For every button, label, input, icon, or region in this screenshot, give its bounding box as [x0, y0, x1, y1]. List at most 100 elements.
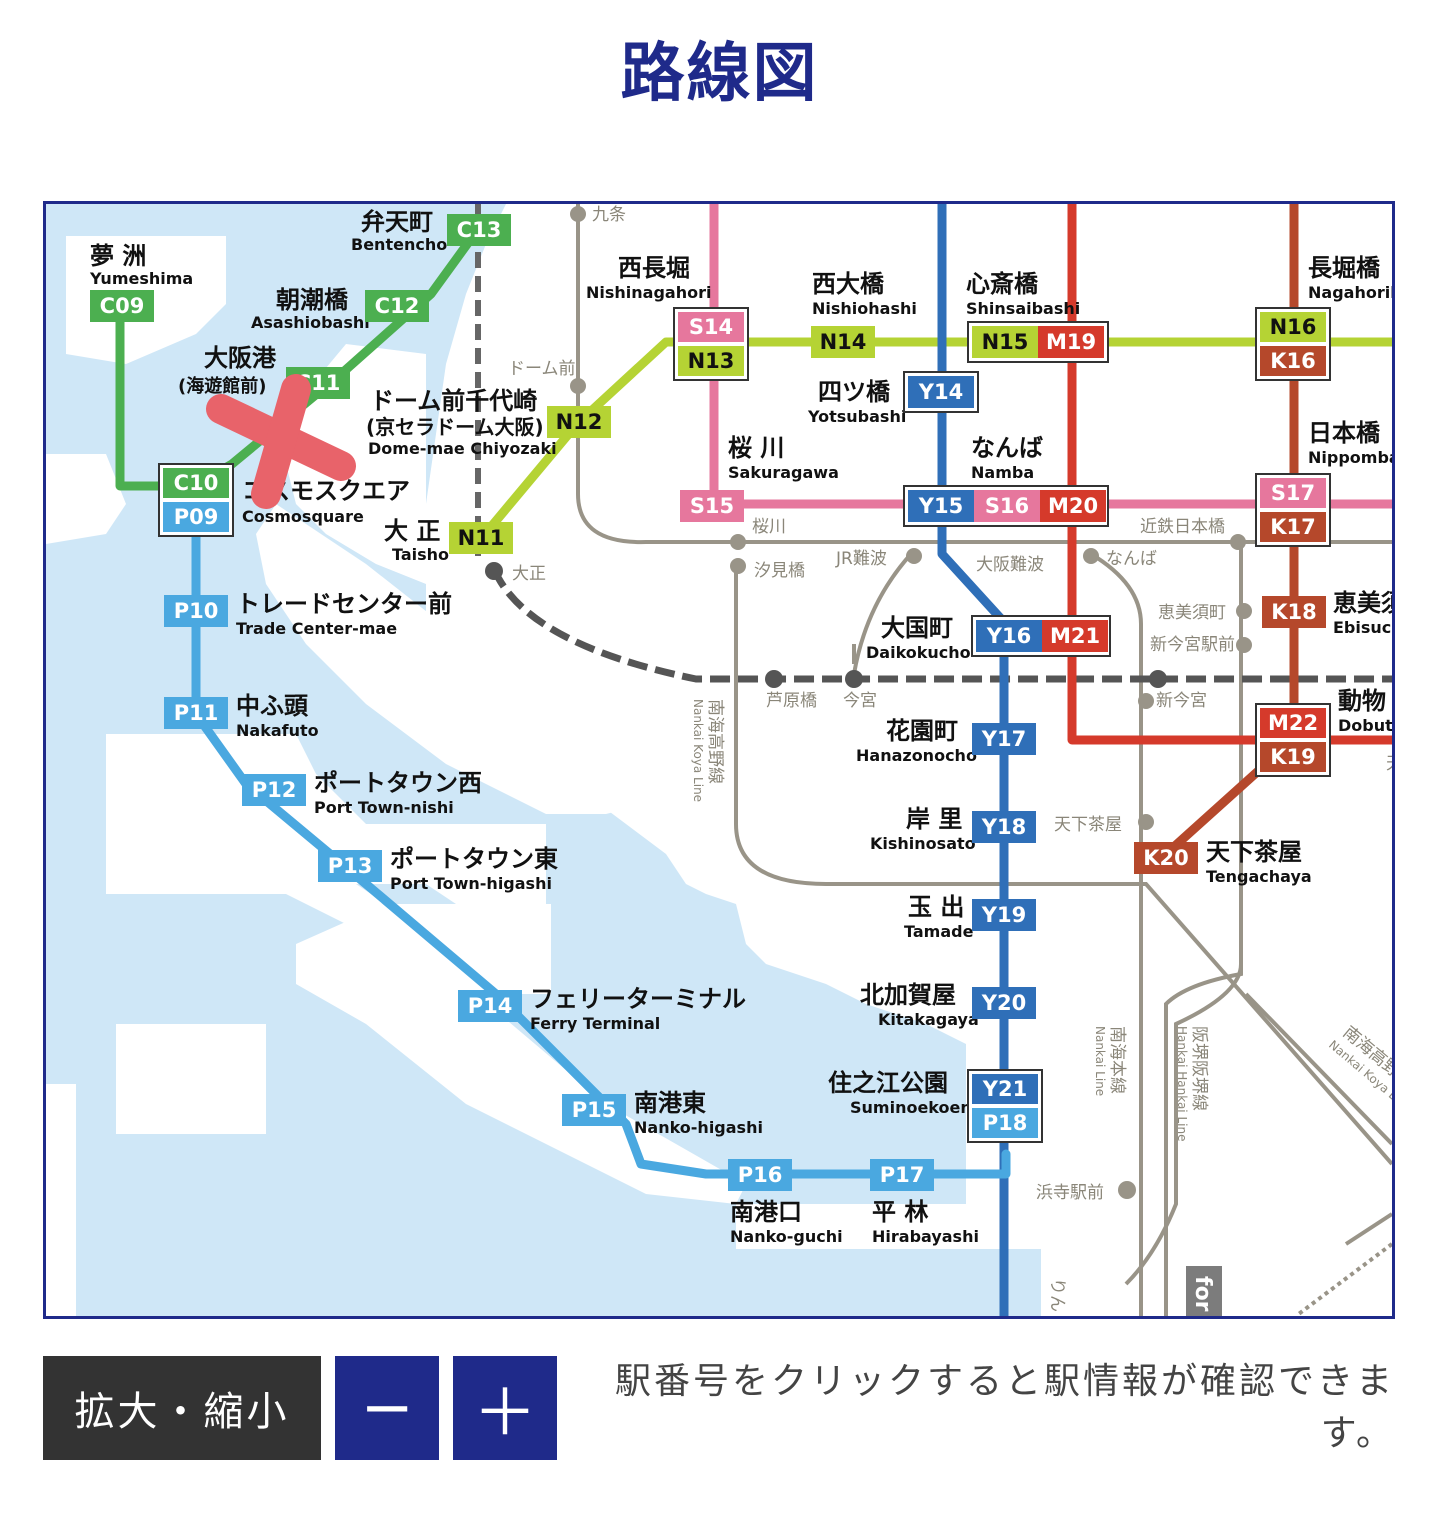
- nishiohashi-en: Nishiohashi: [812, 299, 917, 318]
- badge-y20[interactable]: Y20: [972, 987, 1036, 1019]
- nankoguchi-en: Nanko-guchi: [730, 1227, 843, 1246]
- ebisucho-hk-label: 恵美須町: [1158, 603, 1226, 623]
- hankai-en-label: Hankai Hankai Line: [1175, 1026, 1189, 1141]
- badge-p13[interactable]: P13: [318, 850, 382, 882]
- domemae-ja2: (京セラドーム大阪): [366, 415, 544, 439]
- badge-y16-m21[interactable]: Y16 M21: [971, 615, 1111, 657]
- svg-text:K20: K20: [1143, 846, 1189, 870]
- svg-text:P09: P09: [174, 505, 219, 529]
- badge-s14-n13[interactable]: S14 N13: [673, 307, 749, 381]
- nankaimain-en-label: Nankai Line: [1093, 1026, 1107, 1096]
- badge-p16[interactable]: P16: [728, 1159, 792, 1191]
- svg-text:M20: M20: [1048, 494, 1098, 518]
- other-station-dots: [485, 206, 1252, 1199]
- shiomibashi-label: 汐見橋: [754, 561, 805, 581]
- nankaimain-ja-label: 南海本線: [1107, 1026, 1127, 1094]
- badge-y17[interactable]: Y17: [972, 723, 1036, 755]
- svg-text:M21: M21: [1050, 624, 1100, 648]
- daikokucho-ja: 大国町: [881, 614, 953, 642]
- badge-y14[interactable]: Y14: [903, 371, 979, 413]
- badge-c13[interactable]: C13: [447, 214, 511, 246]
- badge-y21-p18[interactable]: Y21 P18: [967, 1069, 1043, 1143]
- nagahoribashi-ja: 長堀橋: [1308, 254, 1381, 282]
- svg-text:M22: M22: [1268, 711, 1318, 735]
- badge-n15-m19[interactable]: N15 M19: [967, 321, 1109, 363]
- hint-text: 駅番号をクリックすると駅情報が確認できます。: [614, 1361, 1395, 1454]
- badge-k20[interactable]: K20: [1134, 842, 1198, 874]
- badge-n12[interactable]: N12: [547, 406, 611, 438]
- svg-text:P12: P12: [252, 778, 297, 802]
- badge-c12[interactable]: C12: [365, 290, 429, 322]
- badge-n11[interactable]: N11: [449, 522, 513, 554]
- badge-p15[interactable]: P15: [562, 1094, 626, 1126]
- badge-k18[interactable]: K18: [1262, 596, 1326, 628]
- shinsaibashi-en: Shinsaibashi: [966, 299, 1080, 318]
- sakuragawa-ja: 桜 川: [728, 434, 784, 462]
- rin-label: りん: [1047, 1278, 1067, 1312]
- badge-y15-s16-m20[interactable]: Y15 S16 M20: [903, 485, 1109, 527]
- hanazonocho-ja: 花園町: [886, 717, 958, 745]
- badge-s15[interactable]: S15: [680, 490, 744, 522]
- svg-text:P11: P11: [174, 701, 219, 725]
- suminoekoen-ja: 住之江公園: [828, 1069, 948, 1097]
- newtram-line: [191, 519, 1011, 1179]
- svg-text:Y17: Y17: [981, 727, 1026, 751]
- tengachaya-ja: 天下茶屋: [1206, 838, 1302, 866]
- hirabayashi-en: Hirabayashi: [872, 1227, 979, 1246]
- hirabayashi-ja: 平 林: [872, 1198, 928, 1226]
- kishinosato-ja: 岸 里: [906, 805, 962, 833]
- zoom-out-button[interactable]: −: [335, 1356, 439, 1460]
- svg-text:Y18: Y18: [981, 815, 1026, 839]
- bentencho-ja: 弁天町: [361, 208, 433, 236]
- nakafuto-en: Nakafuto: [236, 721, 319, 740]
- nankoguchi-ja: 南港口: [730, 1198, 802, 1226]
- route-map[interactable]: 夢 洲 Yumeshima 弁天町 Bentencho 朝潮橋 Asashiob…: [43, 201, 1395, 1319]
- svg-text:Y21: Y21: [982, 1077, 1027, 1101]
- sakuragawa-hs-label: 桜川: [752, 517, 786, 537]
- route-map-canvas[interactable]: 夢 洲 Yumeshima 弁天町 Bentencho 朝潮橋 Asashiob…: [46, 204, 1392, 1316]
- svg-text:N13: N13: [688, 349, 735, 373]
- svg-text:K16: K16: [1270, 349, 1316, 373]
- svg-text:P10: P10: [174, 599, 219, 623]
- badge-c09[interactable]: C09: [90, 290, 154, 322]
- badge-p10[interactable]: P10: [164, 595, 228, 627]
- badge-n14[interactable]: N14: [811, 326, 875, 358]
- dobutsuen-ja: 動物: [1338, 687, 1386, 715]
- kintetsunippombashi-label: 近鉄日本橋: [1140, 517, 1225, 537]
- badge-m22-k19[interactable]: M22 K19: [1255, 703, 1331, 777]
- badge-p17[interactable]: P17: [870, 1159, 934, 1191]
- badge-y19[interactable]: Y19: [972, 899, 1036, 931]
- svg-text:S14: S14: [689, 315, 733, 339]
- namba-nk-label: なんば: [1106, 549, 1157, 569]
- badge-p14[interactable]: P14: [458, 990, 522, 1022]
- svg-text:P17: P17: [880, 1163, 925, 1187]
- yotsubashi-en: Yotsubashi: [807, 407, 906, 426]
- badge-p11[interactable]: P11: [164, 697, 228, 729]
- nagahoribashi-en: Nagahoriba: [1308, 283, 1392, 302]
- yumeshima-en: Yumeshima: [89, 269, 193, 288]
- ashiharabashi-label: 芦原橋: [766, 691, 817, 711]
- zoom-in-button[interactable]: ＋: [453, 1356, 557, 1460]
- nankohigashi-ja: 南港東: [634, 1089, 706, 1117]
- svg-text:C10: C10: [174, 471, 219, 495]
- svg-text:Y19: Y19: [981, 903, 1026, 927]
- kitakagaya-en: Kitakagaya: [878, 1010, 979, 1029]
- osakako-ja2: (海遊館前): [178, 375, 266, 397]
- cross-mark: [206, 374, 356, 509]
- badge-s17-k17[interactable]: S17 K17: [1255, 473, 1331, 547]
- badge-y18[interactable]: Y18: [972, 811, 1036, 843]
- svg-text:S16: S16: [985, 494, 1029, 518]
- tengachaya-en: Tengachaya: [1206, 867, 1312, 886]
- svg-text:S17: S17: [1271, 481, 1315, 505]
- svg-text:N16: N16: [1270, 315, 1317, 339]
- ten-label: 天: [1386, 754, 1392, 774]
- hamaderaekimae-label: 浜寺駅前: [1036, 1183, 1104, 1203]
- badge-p12[interactable]: P12: [242, 774, 306, 806]
- badge-c10-p09[interactable]: C10 P09: [158, 463, 234, 537]
- station-labels: 夢 洲 Yumeshima 弁天町 Bentencho 朝潮橋 Asashiob…: [89, 208, 1392, 1246]
- yotsubashi-ja: 四ツ橋: [818, 378, 891, 406]
- shinimamiya-label: 新今宮: [1156, 691, 1207, 711]
- kitakagaya-ja: 北加賀屋: [860, 981, 956, 1009]
- zoom-label: 拡大・縮小: [43, 1356, 321, 1460]
- badge-n16-k16[interactable]: N16 K16: [1255, 307, 1331, 381]
